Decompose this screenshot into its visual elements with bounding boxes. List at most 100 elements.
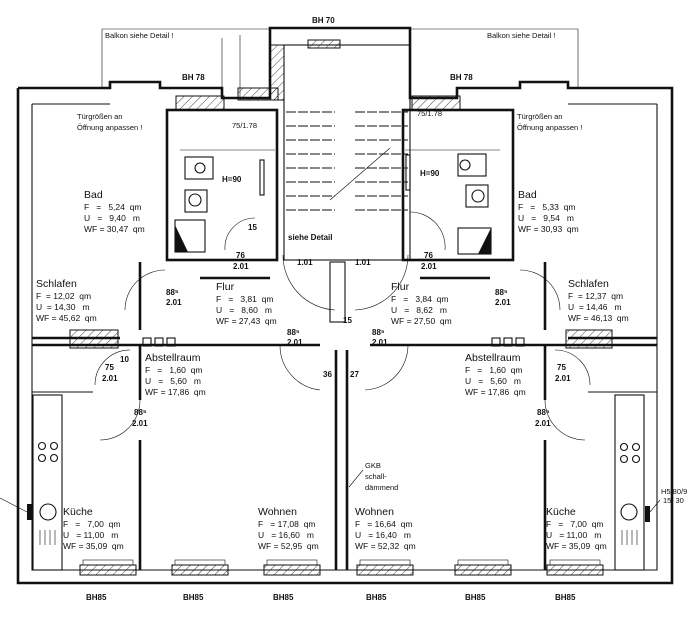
balcony-note: Balkon siehe Detail !: [487, 31, 555, 40]
room-wf: WF = 45,62 qm: [36, 313, 97, 323]
bh-label: BH 78: [450, 73, 473, 82]
window: [171, 564, 229, 576]
room-wf: WF = 52,32 qm: [355, 541, 416, 551]
window-sill: [266, 559, 318, 566]
room-f: F = 12,37 qm: [568, 291, 623, 301]
bh-label: BH 70: [312, 16, 335, 25]
svg-text:88⁵: 88⁵: [537, 408, 550, 417]
windows: [79, 559, 604, 576]
room-f: F = 3,84 qm: [391, 294, 448, 304]
svg-text:GKB: GKB: [365, 461, 381, 470]
side-note: 15/ 30: [663, 496, 684, 505]
window: [79, 564, 137, 576]
room-wf: WF = 46,13 qm: [568, 313, 629, 323]
room-name: Schlafen: [36, 278, 77, 290]
staircase: [282, 44, 411, 323]
svg-text:2.01: 2.01: [421, 262, 437, 271]
window-sill: [174, 559, 226, 566]
hatched-wall: [411, 95, 461, 111]
window-size: 75/1.78: [417, 109, 442, 118]
room-f: F = 1,60 qm: [145, 365, 202, 375]
window: [356, 564, 414, 576]
dim-label: 27: [350, 370, 359, 379]
svg-text:2.01: 2.01: [372, 338, 388, 347]
svg-text:2.01: 2.01: [132, 419, 148, 428]
bh-bottom-labels: BH85 BH85 BH85 BH85 BH85 BH85: [86, 593, 576, 602]
gkb-note: GKB schall- dämmend: [348, 461, 398, 492]
svg-text:88⁵: 88⁵: [495, 288, 508, 297]
svg-text:88⁵: 88⁵: [166, 288, 179, 297]
window-sill: [457, 559, 509, 566]
svg-text:2.01: 2.01: [166, 298, 182, 307]
window: [263, 564, 321, 576]
window-size: 75/1.78: [232, 121, 257, 130]
room-f: F = 17,08 qm: [258, 519, 315, 529]
room-name: Abstellraum: [465, 352, 521, 364]
dim-label: 36: [323, 370, 332, 379]
svg-text:2.01: 2.01: [287, 338, 303, 347]
svg-text:BH85: BH85: [273, 593, 294, 602]
interior-walls: [32, 262, 657, 570]
door-note: Öffnung anpassen !: [77, 123, 142, 132]
room-u: U = 16,60 m: [258, 530, 314, 540]
balcony-note: Balkon siehe Detail !: [105, 31, 173, 40]
room-name: Küche: [63, 506, 93, 518]
see-detail-label: siehe Detail: [288, 233, 332, 242]
window-sill: [82, 559, 134, 566]
svg-text:2.01: 2.01: [102, 374, 118, 383]
room-wf: WF = 30,93 qm: [518, 224, 579, 234]
room-u: U = 5,60 m: [465, 376, 521, 386]
room-f: F = 7,00 qm: [63, 519, 120, 529]
room-name: Bad: [84, 189, 103, 201]
svg-text:75: 75: [557, 363, 566, 372]
window: [454, 564, 512, 576]
dim-label: 15: [248, 223, 257, 232]
window-sill: [359, 559, 411, 566]
room-wf: WF = 30,47 qm: [84, 224, 145, 234]
stair-label: 1.01: [355, 258, 371, 267]
room-name: Schlafen: [568, 278, 609, 290]
svg-text:dämmend: dämmend: [365, 483, 398, 492]
window: [546, 564, 604, 576]
height-label: H=90: [222, 175, 242, 184]
room-u: U = 8,60 m: [216, 305, 272, 315]
room-name: Wohnen: [258, 506, 297, 518]
svg-text:75: 75: [105, 363, 114, 372]
door-note: Türgrößen an: [77, 112, 122, 121]
dim-label: 10: [120, 355, 129, 364]
room-name: Flur: [216, 281, 235, 293]
room-u: U = 14,30 m: [36, 302, 90, 312]
room-wf: WF = 35,09 qm: [63, 541, 124, 551]
room-name: Abstellraum: [145, 352, 201, 364]
svg-text:2.01: 2.01: [555, 374, 571, 383]
room-u: U = 9,54 m: [518, 213, 574, 223]
room-name: Küche: [546, 506, 576, 518]
svg-text:2.01: 2.01: [495, 298, 511, 307]
room-name: Wohnen: [355, 506, 394, 518]
hatched-wall: [307, 39, 341, 49]
svg-text:schall-: schall-: [365, 472, 387, 481]
svg-text:88⁵: 88⁵: [134, 408, 147, 417]
bh-label: BH 78: [182, 73, 205, 82]
room-f: F = 16,64 qm: [355, 519, 412, 529]
svg-text:BH85: BH85: [555, 593, 576, 602]
room-f: F = 5,24 qm: [84, 202, 141, 212]
kitchen-left: [0, 394, 63, 571]
svg-text:BH85: BH85: [183, 593, 204, 602]
room-u: U = 8,62 m: [391, 305, 447, 315]
bathroom-right: [401, 108, 515, 262]
side-note: H5/80/9: [661, 487, 687, 496]
room-wf: WF = 17,86 qm: [145, 387, 206, 397]
room-wf: WF = 52,95 qm: [258, 541, 319, 551]
svg-text:88⁵: 88⁵: [287, 328, 300, 337]
